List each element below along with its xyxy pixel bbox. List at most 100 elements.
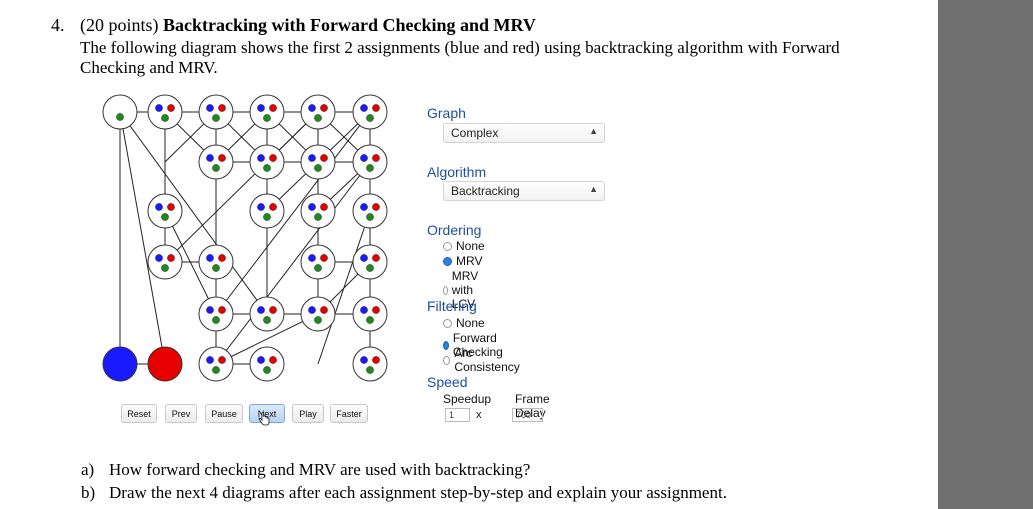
reset-button[interactable]: Reset xyxy=(121,404,157,423)
domain-red-dot xyxy=(372,104,380,112)
domain-green-dot xyxy=(212,316,220,324)
domain-green-dot xyxy=(116,113,124,121)
select-arrows-icon: ▲ xyxy=(589,184,598,194)
node-circle xyxy=(198,94,234,130)
algorithm-select[interactable]: Backtracking ▲ xyxy=(443,181,605,201)
pause-button[interactable]: Pause xyxy=(205,404,243,423)
filtering-option-none[interactable]: None xyxy=(443,316,485,330)
node-circle xyxy=(352,296,388,332)
frame-delay-label: Frame Delay xyxy=(515,392,550,420)
select-arrows-icon: ▲ xyxy=(589,126,598,136)
speedup-input[interactable]: 1 xyxy=(445,408,470,422)
question-a: a)How forward checking and MRV are used … xyxy=(81,460,531,479)
variable-node xyxy=(147,193,183,229)
domain-blue-dot xyxy=(206,104,214,112)
domain-red-dot xyxy=(269,154,277,162)
node-circle xyxy=(147,346,183,382)
domain-red-dot xyxy=(167,203,175,211)
domain-blue-dot xyxy=(308,203,316,211)
node-circle xyxy=(352,244,388,280)
variable-node xyxy=(352,94,388,130)
variable-node xyxy=(300,94,336,130)
variable-node xyxy=(249,94,285,130)
ordering-option-mrv-lcv[interactable]: MRV with LCV xyxy=(443,269,482,311)
frame-delay-input[interactable]: 700 xyxy=(512,408,543,422)
domain-green-dot xyxy=(212,114,220,122)
domain-red-dot xyxy=(320,306,328,314)
filtering-option-arc-consistency[interactable]: Arc Consistency xyxy=(443,346,521,374)
domain-green-dot xyxy=(263,213,271,221)
variable-node xyxy=(352,346,388,382)
domain-green-dot xyxy=(161,114,169,122)
prev-button[interactable]: Prev xyxy=(165,404,197,423)
speedup-label: Speedup xyxy=(443,392,492,406)
filtering-option-forward-checking[interactable]: Forward Checking xyxy=(443,331,506,359)
domain-blue-dot xyxy=(360,154,368,162)
domain-blue-dot xyxy=(206,254,214,262)
node-circle xyxy=(300,94,336,130)
domain-blue-dot xyxy=(360,356,368,364)
domain-blue-dot xyxy=(360,254,368,262)
domain-blue-dot xyxy=(206,356,214,364)
variable-node xyxy=(352,244,388,280)
ordering-option-mrv[interactable]: MRV xyxy=(443,254,482,268)
domain-green-dot xyxy=(212,164,220,172)
constraint-edge xyxy=(215,111,371,315)
domain-red-dot xyxy=(320,154,328,162)
domain-blue-dot xyxy=(257,104,265,112)
filtering-section-title: Filtering xyxy=(427,298,477,314)
play-button[interactable]: Play xyxy=(292,404,324,423)
domain-red-dot xyxy=(218,356,226,364)
domain-red-dot xyxy=(372,254,380,262)
ordering-option-none[interactable]: None xyxy=(443,239,485,253)
variable-node xyxy=(147,244,183,280)
variable-node xyxy=(198,94,234,130)
node-circle xyxy=(198,346,234,382)
domain-green-dot xyxy=(366,213,374,221)
domain-blue-dot xyxy=(257,306,265,314)
radio-icon xyxy=(443,355,451,365)
domain-blue-dot xyxy=(206,306,214,314)
domain-red-dot xyxy=(218,154,226,162)
node-circle xyxy=(249,193,285,229)
variable-node xyxy=(198,244,234,280)
domain-green-dot xyxy=(314,213,322,221)
radio-icon xyxy=(443,318,452,328)
variable-node xyxy=(147,94,183,130)
variable-node xyxy=(249,346,285,382)
variable-node-assigned-blue xyxy=(102,346,138,382)
node-circle xyxy=(300,193,336,229)
radio-selected-icon xyxy=(443,256,452,266)
radio-icon xyxy=(443,241,452,251)
graph-select[interactable]: Complex ▲ xyxy=(443,123,605,143)
constraint-edge xyxy=(119,111,166,365)
domain-blue-dot xyxy=(308,306,316,314)
variable-node-assigned-red xyxy=(147,346,183,382)
node-circle xyxy=(249,94,285,130)
faster-button[interactable]: Faster xyxy=(330,404,368,423)
node-circle xyxy=(352,144,388,180)
domain-green-dot xyxy=(366,264,374,272)
variable-node xyxy=(300,144,336,180)
variable-node xyxy=(249,193,285,229)
node-circle xyxy=(352,346,388,382)
domain-red-dot xyxy=(218,254,226,262)
question-intro: The following diagram shows the first 2 … xyxy=(80,38,840,77)
node-circle xyxy=(249,296,285,332)
domain-blue-dot xyxy=(308,154,316,162)
node-circle xyxy=(147,193,183,229)
domain-red-dot xyxy=(269,203,277,211)
domain-green-dot xyxy=(263,114,271,122)
constraint-edge xyxy=(215,161,371,365)
node-circle xyxy=(198,144,234,180)
constraint-edge xyxy=(215,313,319,365)
variable-node xyxy=(352,193,388,229)
radio-icon xyxy=(443,285,448,295)
question-heading: (20 points) Backtracking with Forward Ch… xyxy=(80,15,536,36)
ordering-section-title: Ordering xyxy=(427,222,482,238)
node-circle xyxy=(300,144,336,180)
hand-pointer-icon xyxy=(258,412,270,426)
variable-node xyxy=(352,144,388,180)
viewer-sidebar xyxy=(938,0,1033,509)
domain-red-dot xyxy=(269,104,277,112)
